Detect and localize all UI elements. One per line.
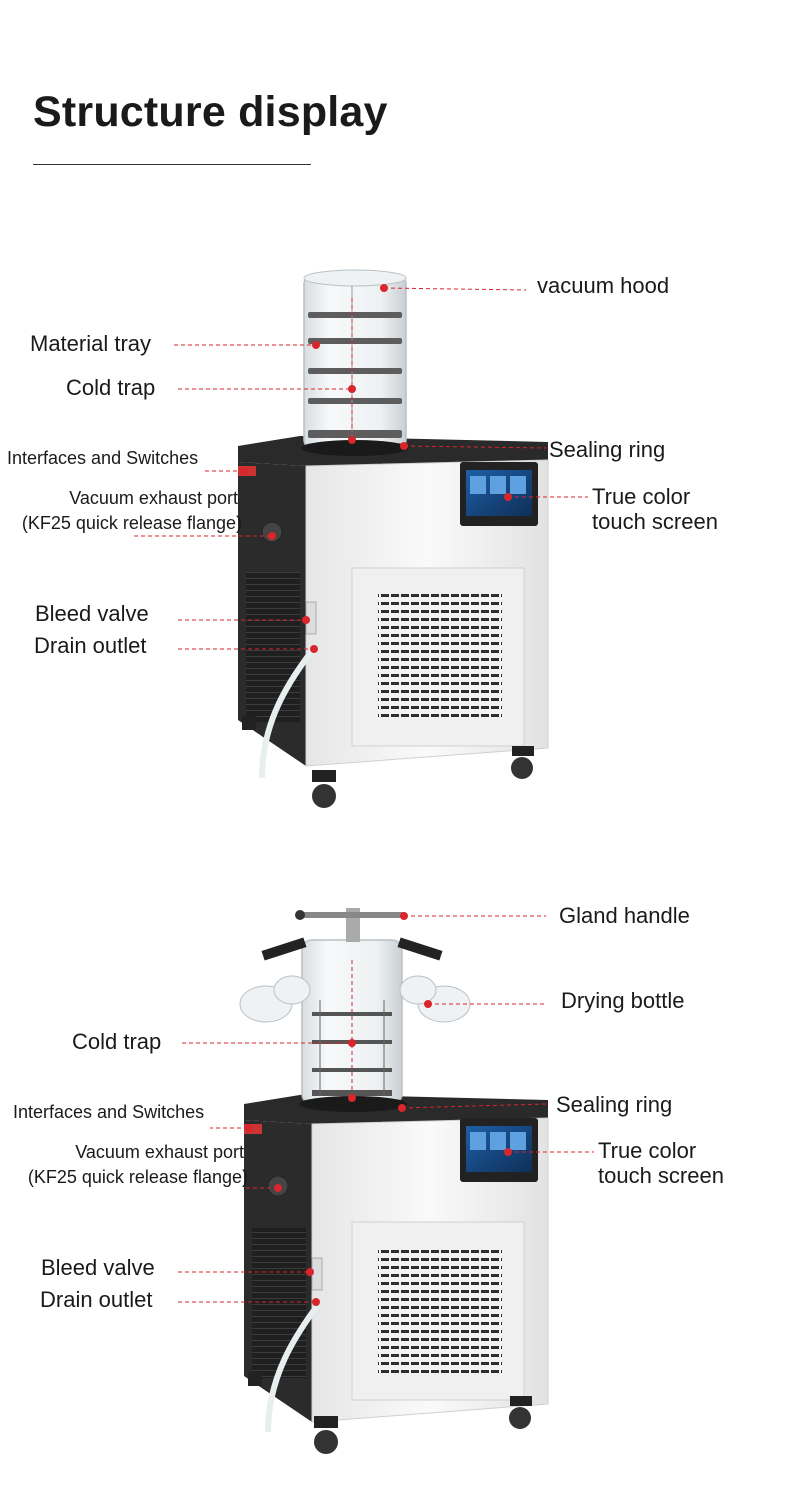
label-touch-screen-2-line1: True color [598, 1138, 697, 1163]
label-drain-outlet-2: Drain outlet [40, 1287, 153, 1312]
label-vacuum-exhaust-2-line1: Vacuum exhaust port [75, 1142, 244, 1162]
label-drain-outlet: Drain outlet [34, 633, 147, 658]
label-material-tray: Material tray [30, 331, 152, 356]
label-cold-trap: Cold trap [66, 375, 156, 400]
label-cold-trap-2: Cold trap [72, 1029, 162, 1054]
figure1-markers [240, 284, 512, 653]
label-interfaces-switches: Interfaces and Switches [7, 448, 199, 468]
title-underline [33, 164, 311, 165]
label-gland-handle: Gland handle [559, 903, 690, 928]
label-interfaces-switches-2: Interfaces and Switches [13, 1102, 205, 1122]
figure2-markers [244, 912, 512, 1306]
label-vacuum-exhaust-2-line2: (KF25 quick release flange) [27, 1167, 248, 1187]
label-vacuum-hood: vacuum hood [537, 273, 670, 298]
label-sealing-ring-2: Sealing ring [556, 1092, 673, 1117]
label-touch-screen-line2: touch screen [592, 509, 718, 534]
label-drying-bottle: Drying bottle [561, 988, 685, 1013]
figure2-leaders [178, 915, 594, 1303]
label-vacuum-exhaust-line1: Vacuum exhaust port [69, 488, 238, 508]
machine-1 [238, 269, 549, 808]
label-sealing-ring: Sealing ring [549, 437, 666, 462]
page-title: Structure display [33, 88, 388, 136]
label-bleed-valve: Bleed valve [35, 601, 149, 626]
label-bleed-valve-2: Bleed valve [41, 1255, 155, 1280]
machine-2 [239, 908, 549, 1454]
figure1-leaders [134, 287, 588, 650]
label-vacuum-exhaust-line2: (KF25 quick release flange) [21, 513, 242, 533]
label-touch-screen-2-line2: touch screen [598, 1163, 724, 1188]
label-touch-screen-line1: True color [592, 484, 691, 509]
